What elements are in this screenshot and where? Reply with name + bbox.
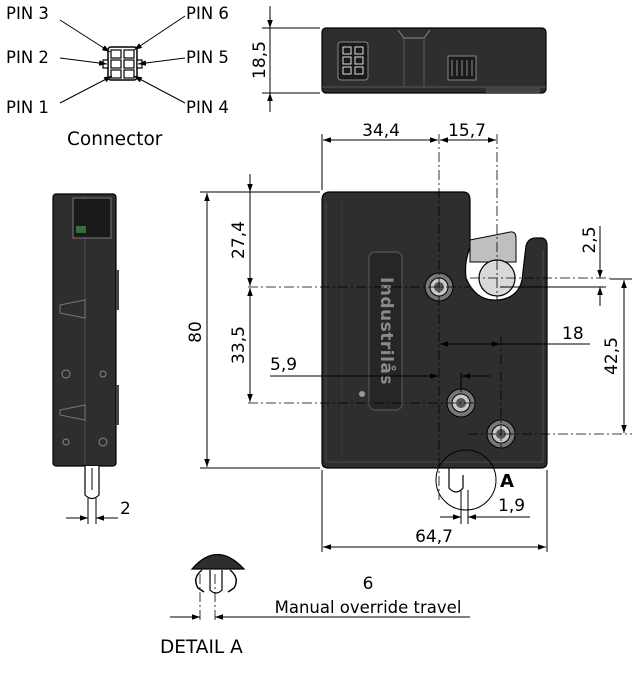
- dimension-18-5: 18,5: [250, 6, 320, 112]
- pin3-label: PIN 3: [6, 4, 49, 23]
- pin2-leader: [59, 57, 108, 66]
- dimension-42-5: 42,5: [602, 278, 632, 433]
- top-view: [321, 27, 547, 94]
- dim-34-4: 34,4: [362, 121, 400, 141]
- dimension-27-4: 27,4: [229, 174, 253, 286]
- latch-bolt: [469, 231, 517, 263]
- brand-logo: Industrilås: [368, 251, 403, 411]
- dim-42-5: 42,5: [602, 337, 622, 375]
- detail-a-caption: DETAIL A: [160, 637, 243, 658]
- dimension-1-9: 1,9: [440, 490, 530, 524]
- connector-housing: [102, 46, 143, 81]
- dimension-80: 80: [186, 191, 320, 469]
- dimension-2: 2: [66, 498, 131, 524]
- dimension-18: 18: [440, 324, 590, 347]
- dim-27-4: 27,4: [229, 221, 249, 259]
- pin1-leader: [59, 75, 113, 104]
- detail-a-view: [190, 554, 246, 622]
- detail-marker-label: A: [500, 471, 514, 492]
- pin5-label: PIN 5: [186, 48, 229, 67]
- dim-15-7: 15,7: [448, 121, 486, 141]
- svg-text:Industrilås: Industrilås: [376, 277, 398, 385]
- dim-height-top-view: 18,5: [250, 41, 270, 79]
- dimension-15-7: 15,7: [440, 121, 496, 143]
- dim-80: 80: [186, 321, 206, 343]
- pin6-leader: [133, 15, 186, 51]
- pin5-leader: [137, 57, 186, 66]
- center-lines: [248, 134, 632, 500]
- top-view-body: [321, 27, 547, 94]
- side-view: [52, 193, 119, 500]
- dim-6: 6: [363, 574, 374, 594]
- pin4-label: PIN 4: [186, 98, 229, 117]
- front-view: Industrilås: [321, 191, 548, 493]
- dimension-2-5: 2,5: [500, 226, 606, 306]
- detail-a-marker: A: [435, 449, 514, 511]
- dim-64-7: 64,7: [415, 527, 453, 547]
- dimension-5-9: 5,9: [270, 355, 490, 392]
- dim-1-9: 1,9: [498, 496, 525, 516]
- dimension-64-7: 64,7: [321, 470, 548, 552]
- dimension-6: 6 Manual override travel: [170, 574, 470, 620]
- top-connector-socket: [337, 41, 369, 81]
- pin4-leader: [133, 75, 186, 104]
- dimension-33-5: 33,5: [229, 288, 253, 402]
- dim-18: 18: [562, 324, 584, 344]
- override-caption: Manual override travel: [275, 598, 462, 617]
- dim-5-9: 5,9: [270, 355, 297, 375]
- dim-2: 2: [120, 499, 131, 519]
- dim-2-5: 2,5: [580, 226, 600, 253]
- dim-33-5: 33,5: [229, 326, 249, 364]
- dimension-34-4: 34,4: [321, 121, 438, 190]
- connector-caption: Connector: [67, 129, 163, 150]
- indicator-dot: [359, 391, 365, 397]
- connector-diagram: PIN 3 PIN 2 PIN 1 PIN 6 PIN 5 PIN 4 Conn…: [6, 4, 229, 150]
- pin2-label: PIN 2: [6, 48, 49, 67]
- pin6-label: PIN 6: [186, 4, 229, 23]
- pin1-label: PIN 1: [6, 98, 49, 117]
- front-override-pin: [448, 468, 464, 493]
- pin3-leader: [59, 19, 111, 53]
